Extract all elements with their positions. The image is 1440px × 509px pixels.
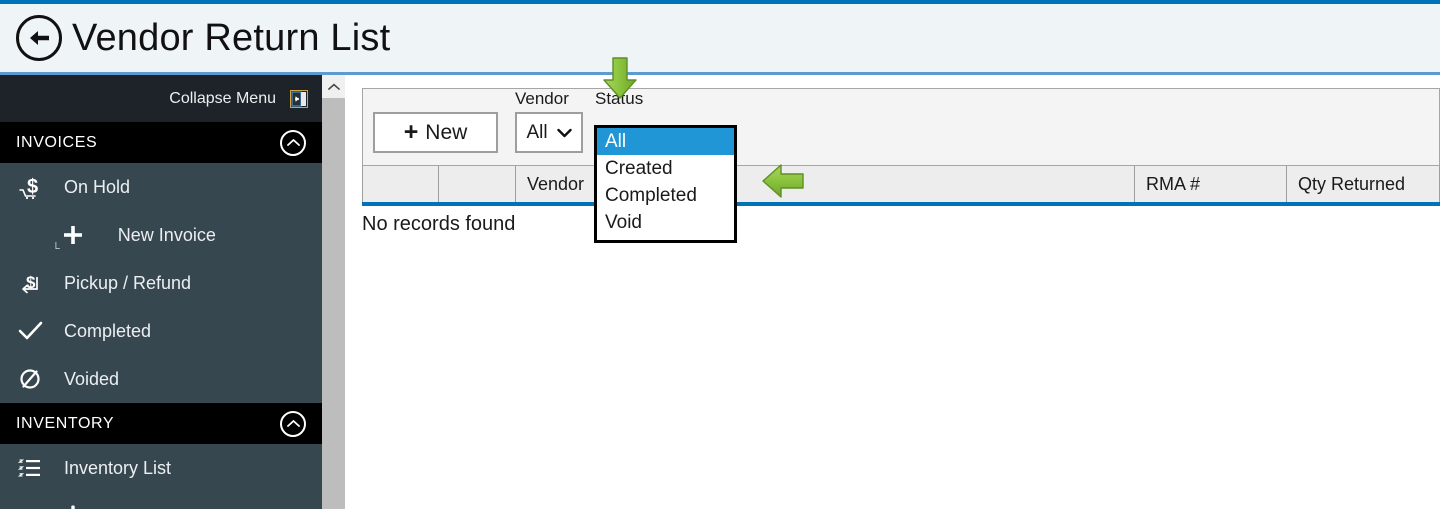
status-option-void[interactable]: Void: [605, 211, 642, 233]
table-header-row: Vendor RMA # Qty Returned: [362, 166, 1440, 206]
vendor-filter-value: All: [526, 121, 548, 143]
sidebar-item-label: New Part: [118, 506, 192, 509]
sidebar-item-on-hold[interactable]: $ On Hold: [0, 163, 322, 211]
page-header: Vendor Return List: [0, 4, 1440, 75]
annotation-arrow-left-icon: [760, 162, 805, 205]
chevron-down-icon: [556, 122, 572, 144]
sidebar-section-inventory[interactable]: INVENTORY: [0, 403, 322, 444]
check-icon: [18, 320, 52, 342]
table-column-header-qty-returned[interactable]: Qty Returned: [1287, 166, 1440, 202]
sidebar-item-label: Pickup / Refund: [64, 272, 192, 293]
sidebar-item-label: Inventory List: [64, 457, 172, 478]
main-content: + New Vendor All Status Vendor RMA # Qty…: [345, 75, 1440, 509]
table-column-header-blank-2[interactable]: [439, 166, 516, 202]
sidebar-section-label: INVOICES: [16, 133, 98, 151]
sidebar-item-label: Completed: [64, 320, 152, 341]
vendor-return-table: Vendor RMA # Qty Returned: [362, 166, 1440, 206]
status-option-completed[interactable]: Completed: [605, 184, 697, 206]
table-column-header-blank-1[interactable]: [362, 166, 439, 202]
tree-elbow-icon: └: [52, 243, 60, 255]
new-button[interactable]: + New: [373, 112, 498, 153]
back-arrow-icon[interactable]: [16, 15, 62, 61]
scrollbar-thumb[interactable]: [322, 98, 345, 509]
vendor-filter-select[interactable]: All: [515, 112, 583, 153]
status-option-created[interactable]: Created: [605, 157, 673, 179]
sidebar-item-voided[interactable]: Voided: [0, 355, 322, 403]
new-button-label: New: [425, 120, 468, 144]
collapse-menu-button[interactable]: Collapse Menu: [0, 75, 322, 122]
status-filter-label: Status: [595, 89, 644, 108]
status-filter-dropdown-list[interactable]: All Created Completed Void: [594, 125, 737, 243]
scrollbar-up-chevron-icon[interactable]: [322, 75, 345, 98]
sidebar-item-pickup-refund[interactable]: $ Pickup / Refund: [0, 259, 322, 307]
panel-collapse-icon[interactable]: [290, 89, 308, 108]
sidebar-item-label: Voided: [64, 368, 120, 389]
sidebar-section-label: INVENTORY: [16, 414, 115, 432]
sidebar: Collapse Menu INVOICES $: [0, 75, 322, 509]
top-accent-bar: [0, 0, 1440, 4]
cart-dollar-icon: $: [18, 175, 52, 199]
slashed-circle-icon: [18, 367, 52, 391]
gear-icon: [62, 505, 92, 509]
list-icon: [18, 457, 52, 479]
sidebar-section-invoices[interactable]: INVOICES: [0, 122, 322, 163]
svg-text:$: $: [26, 273, 36, 292]
page-title: Vendor Return List: [72, 16, 391, 59]
svg-text:$: $: [27, 176, 38, 198]
chevron-up-icon[interactable]: [280, 410, 306, 437]
sidebar-scrollbar[interactable]: [322, 75, 345, 509]
status-option-all[interactable]: All: [597, 128, 734, 155]
refund-dollar-icon: $: [18, 271, 52, 295]
filter-toolbar: + New Vendor All Status: [362, 88, 1440, 166]
plus-icon: [62, 224, 92, 246]
sidebar-item-completed[interactable]: Completed: [0, 307, 322, 355]
empty-state-message: No records found: [362, 213, 516, 235]
plus-icon: +: [403, 118, 419, 146]
sidebar-item-label: On Hold: [64, 176, 131, 197]
chevron-up-icon[interactable]: [280, 129, 306, 156]
sidebar-item-inventory-list[interactable]: Inventory List: [0, 444, 322, 492]
sidebar-item-label: New Invoice: [117, 224, 216, 245]
sidebar-item-new-invoice[interactable]: └ New Invoice: [0, 211, 322, 259]
annotation-arrow-down-icon: [601, 56, 639, 106]
collapse-menu-label: Collapse Menu: [169, 89, 276, 107]
sidebar-item-new-part[interactable]: └ New Part: [0, 492, 322, 509]
vendor-filter-label: Vendor: [515, 89, 569, 108]
table-column-header-rma[interactable]: RMA #: [1135, 166, 1287, 202]
